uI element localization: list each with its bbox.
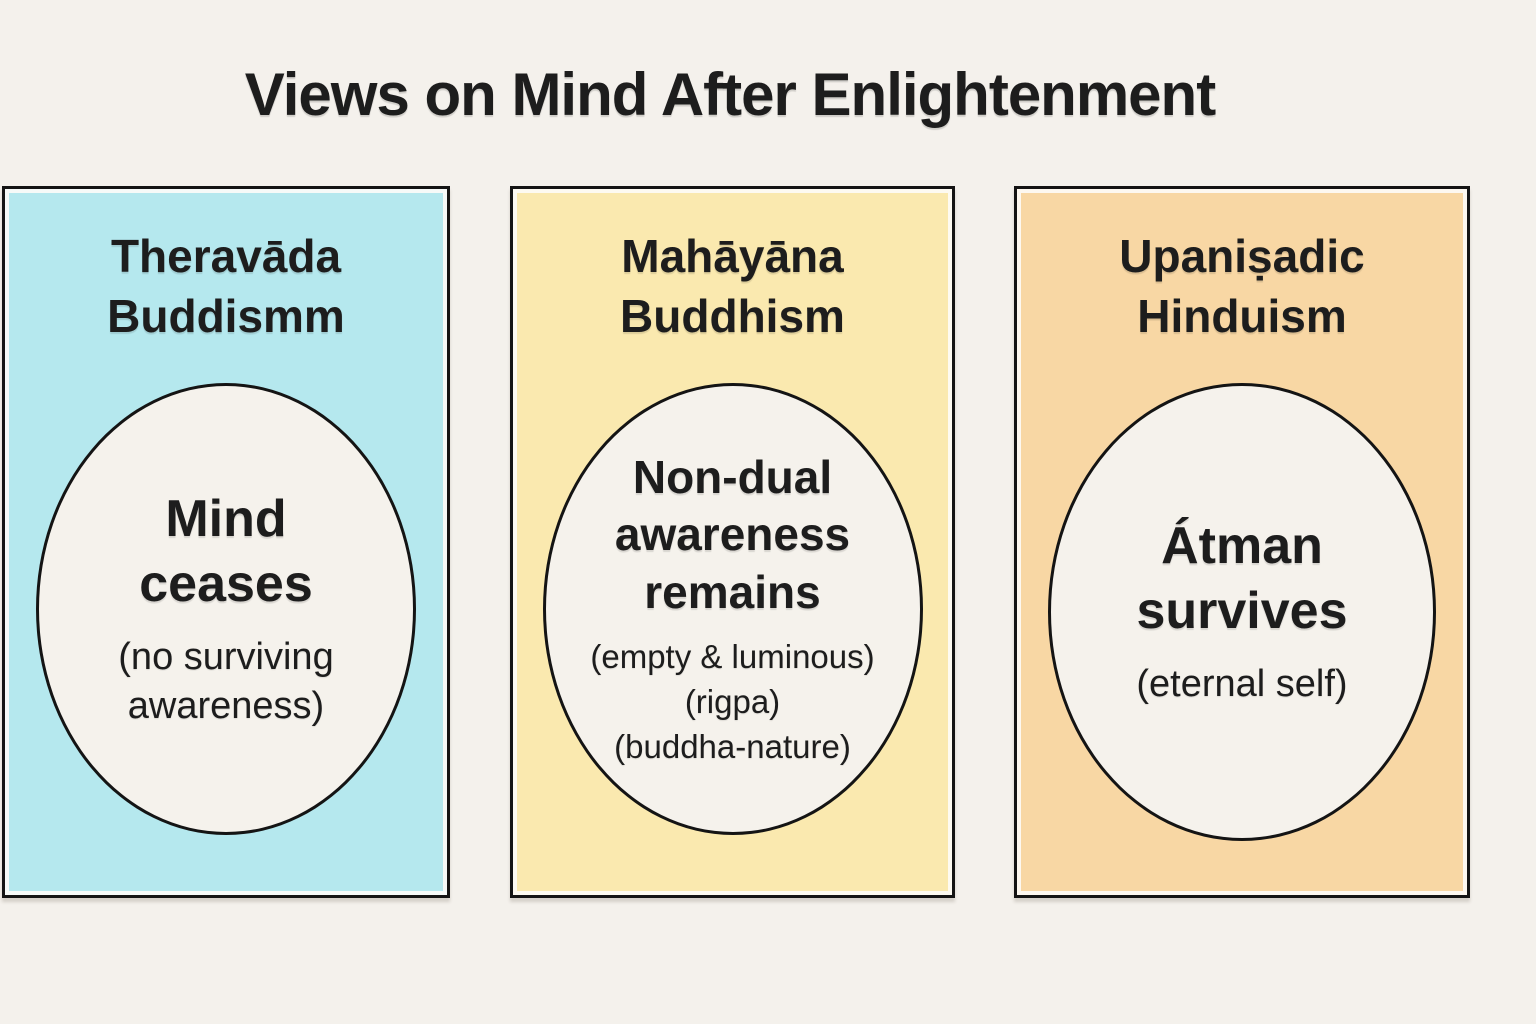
belief-main-text: Mind ceases xyxy=(139,489,313,613)
panel-mahayana-buddhism: Mahāyāna Buddhism Non-dual awareness rem… xyxy=(510,186,955,898)
belief-ellipse-mahayana: Non-dual awareness remains (empty & lumi… xyxy=(542,383,923,835)
panel-heading-theravada: Theravāda Buddismm xyxy=(107,230,345,342)
belief-sub-text: (eternal self) xyxy=(1136,663,1348,706)
panel-heading-mahayana: Mahāyāna Buddhism xyxy=(620,230,845,342)
panel-upanisadic-hinduism: Upaniṣadic Hinduism Átman survives (eter… xyxy=(1014,186,1470,898)
belief-ellipse-theravada: Mind ceases (no surviving awareness) xyxy=(36,383,416,835)
panel-theravada-buddhism: Theravāda Buddismm Mind ceases (no survi… xyxy=(2,186,450,898)
belief-sub-text: (no surviving awareness) xyxy=(118,635,334,727)
belief-main-text: Átman survives xyxy=(1136,517,1348,641)
belief-ellipse-upanisadic: Átman survives (eternal self) xyxy=(1048,383,1436,841)
page-title: Views on Mind After Enlightenment xyxy=(244,61,1216,128)
panel-heading-upanisadic: Upaniṣadic Hinduism xyxy=(1119,230,1365,342)
belief-main-text: Non-dual awareness remains xyxy=(614,450,851,618)
belief-sub-text: (empty & luminous) (rigpa) (buddha-natur… xyxy=(590,638,875,765)
